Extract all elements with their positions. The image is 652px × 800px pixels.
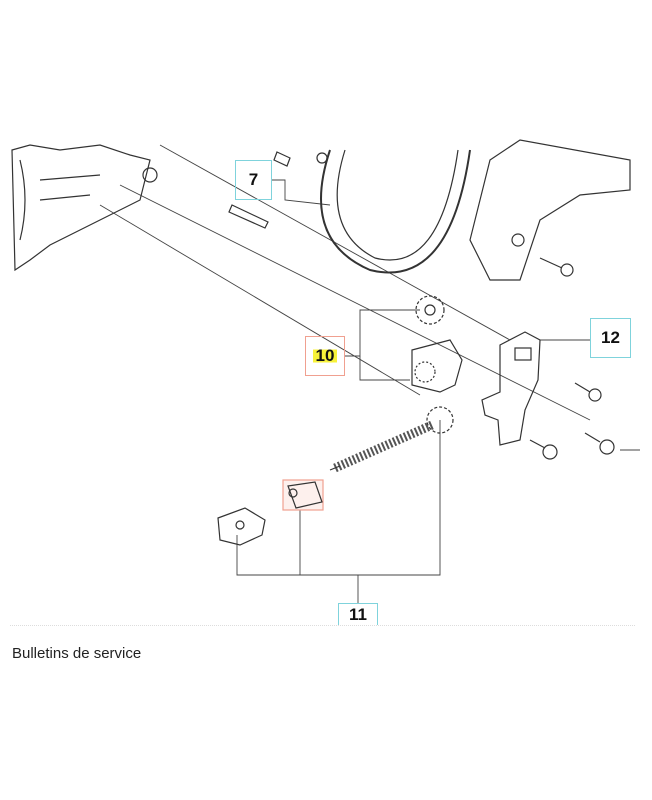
screws xyxy=(529,257,615,460)
adjusting-nut xyxy=(217,507,266,546)
divider xyxy=(10,625,635,626)
tensioner-block xyxy=(282,479,324,511)
gear-assembly xyxy=(411,295,463,434)
adjusting-screw xyxy=(329,420,434,473)
leader-lines xyxy=(99,144,640,603)
bracket-part xyxy=(481,331,541,446)
callout-label: 12 xyxy=(601,328,620,347)
callout-7[interactable]: 7 xyxy=(235,160,272,200)
callout-10[interactable]: 10 xyxy=(305,336,345,376)
parts-exploded-diagram xyxy=(11,139,640,603)
pin-part xyxy=(228,151,291,229)
callout-11[interactable]: 11 xyxy=(338,603,378,625)
callout-label-highlighted: 10 xyxy=(312,346,338,366)
section-heading: Bulletins de service xyxy=(12,645,142,658)
sprocket-ring xyxy=(316,149,471,274)
cover-part xyxy=(469,139,631,281)
callout-12[interactable]: 12 xyxy=(590,318,631,358)
callout-label: 7 xyxy=(248,170,259,189)
saw-housing xyxy=(11,144,158,272)
callout-label: 11 xyxy=(349,605,367,624)
